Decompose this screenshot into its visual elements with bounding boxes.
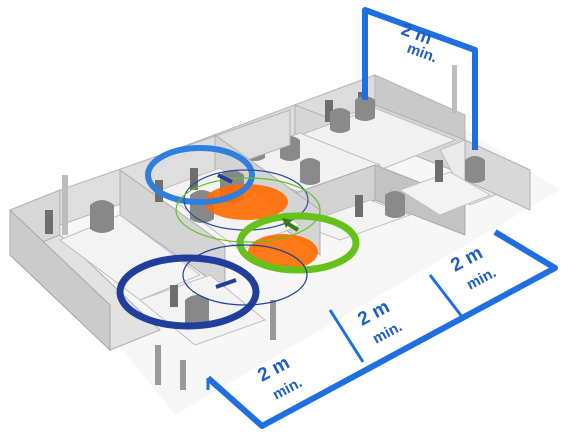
ring-green-inner <box>175 177 321 243</box>
direction-arrows <box>215 173 300 289</box>
ring-green-outer <box>236 212 360 274</box>
direction-arrow-icon <box>215 278 237 289</box>
ring-blue-dark-inner <box>182 244 308 306</box>
orange-zone-upper <box>204 184 288 220</box>
ring-blue-dark-outer <box>116 254 260 330</box>
ring-blue-light-outer <box>145 145 255 205</box>
distance-rings <box>116 145 360 330</box>
top-dimension-note: min. <box>405 40 440 67</box>
direction-arrow-icon <box>217 173 233 184</box>
